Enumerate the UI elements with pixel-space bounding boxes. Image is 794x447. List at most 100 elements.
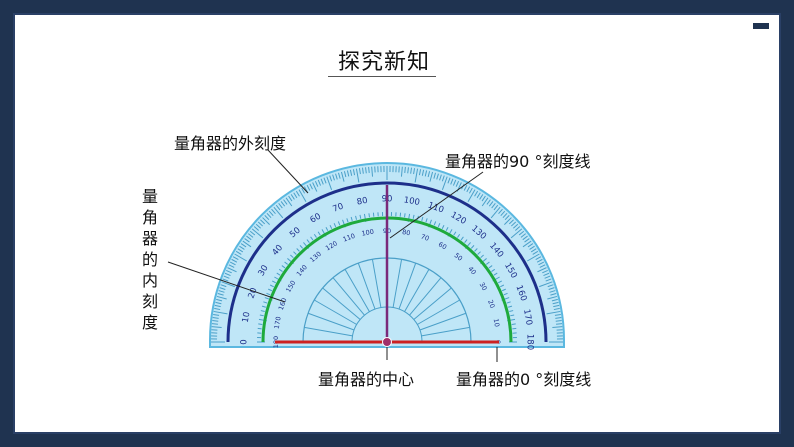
inner-tick <box>269 284 274 288</box>
outer-tick <box>278 203 283 209</box>
outer-tick <box>212 320 219 322</box>
outer-tick <box>553 307 560 311</box>
outer-tick <box>239 245 245 250</box>
inner-tick <box>258 323 263 325</box>
outer-tick <box>223 275 230 279</box>
outer-tick <box>362 167 364 174</box>
inner-scale-number: 50 <box>453 251 464 262</box>
outer-tick <box>295 190 300 197</box>
outer-tick <box>285 197 293 207</box>
inner-tick <box>480 254 484 259</box>
inner-tick <box>464 239 468 244</box>
outer-tick <box>217 293 224 296</box>
outer-tick <box>320 178 324 185</box>
outer-tick <box>441 175 445 182</box>
inner-tick <box>501 288 506 292</box>
inner-tick <box>276 272 281 276</box>
outer-tick <box>266 212 272 219</box>
outer-tick <box>283 199 288 205</box>
outer-tick <box>335 173 338 180</box>
outer-tick <box>214 307 221 311</box>
inner-tick <box>507 305 513 308</box>
outer-tick <box>486 199 491 205</box>
outer-tick <box>463 184 468 191</box>
center-spoke <box>322 287 361 320</box>
outer-tick <box>510 221 517 227</box>
outer-tick <box>312 182 318 192</box>
inner-tick <box>368 213 370 218</box>
outer-tick <box>237 248 244 253</box>
outer-tick <box>410 167 412 174</box>
center-spoke <box>314 299 357 325</box>
inner-tick <box>266 292 271 296</box>
outer-tick <box>407 167 409 174</box>
inner-tick <box>290 254 294 259</box>
outer-tick <box>368 166 370 173</box>
outer-tick <box>226 269 232 274</box>
inner-tick <box>474 248 478 252</box>
inner-tick <box>404 213 406 218</box>
inner-tick <box>441 224 445 229</box>
inner-scale-number: 80 <box>402 228 412 237</box>
outer-tick <box>221 281 235 288</box>
inner-tick <box>325 226 329 231</box>
outer-tick <box>244 238 250 243</box>
outer-tick <box>544 275 551 279</box>
outer-tick <box>555 317 562 319</box>
outer-tick <box>346 170 350 177</box>
center-spoke <box>304 326 353 337</box>
outer-tick <box>468 187 473 194</box>
outer-scale-number: 30 <box>257 264 271 278</box>
outer-tick <box>338 172 341 179</box>
outer-tick <box>547 295 558 300</box>
inner-tick <box>412 214 415 219</box>
inner-tick <box>317 231 321 236</box>
inner-tick <box>337 221 341 226</box>
outer-tick <box>224 272 231 277</box>
outer-tick <box>418 169 422 176</box>
inner-tick <box>268 288 273 292</box>
outer-tick <box>213 310 228 315</box>
outer-tick <box>249 230 256 236</box>
outer-tick <box>264 215 270 221</box>
outer-scale-number: 180 <box>525 334 535 350</box>
outer-tick <box>340 171 345 182</box>
inner-tick <box>445 226 449 231</box>
inner-tick <box>284 261 289 265</box>
inner-tick <box>421 216 424 222</box>
outer-tick <box>537 267 547 273</box>
outer-tick <box>441 176 448 190</box>
outer-tick <box>280 201 286 207</box>
outer-tick <box>215 301 222 305</box>
inner-tick <box>261 305 267 308</box>
center-spoke <box>421 326 470 337</box>
outer-tick <box>455 181 460 187</box>
inner-tick <box>281 265 286 269</box>
inner-tick <box>296 248 300 252</box>
outer-tick <box>260 219 266 225</box>
inner-tick <box>306 239 310 244</box>
outer-tick <box>349 169 353 176</box>
inner-tick <box>457 233 461 238</box>
outer-tick <box>414 168 419 183</box>
inner-tick <box>500 284 505 288</box>
inner-tick <box>355 215 358 220</box>
inner-tick <box>498 280 503 284</box>
outer-tick <box>222 278 229 282</box>
inner-tick <box>333 223 337 228</box>
outer-tick <box>424 170 428 177</box>
outer-tick <box>400 166 403 177</box>
center-spoke <box>398 262 417 310</box>
outer-tick <box>216 298 223 302</box>
outer-tick <box>329 175 333 182</box>
inner-tick <box>511 323 516 325</box>
outer-tick <box>550 293 557 296</box>
outer-tick <box>213 313 220 316</box>
outer-scale-number: 170 <box>521 308 534 326</box>
outer-tick <box>227 267 237 273</box>
outer-tick <box>358 168 361 175</box>
center-spoke <box>404 269 430 312</box>
outer-tick <box>211 323 218 325</box>
outer-tick <box>352 169 356 176</box>
outer-tick <box>216 295 227 300</box>
